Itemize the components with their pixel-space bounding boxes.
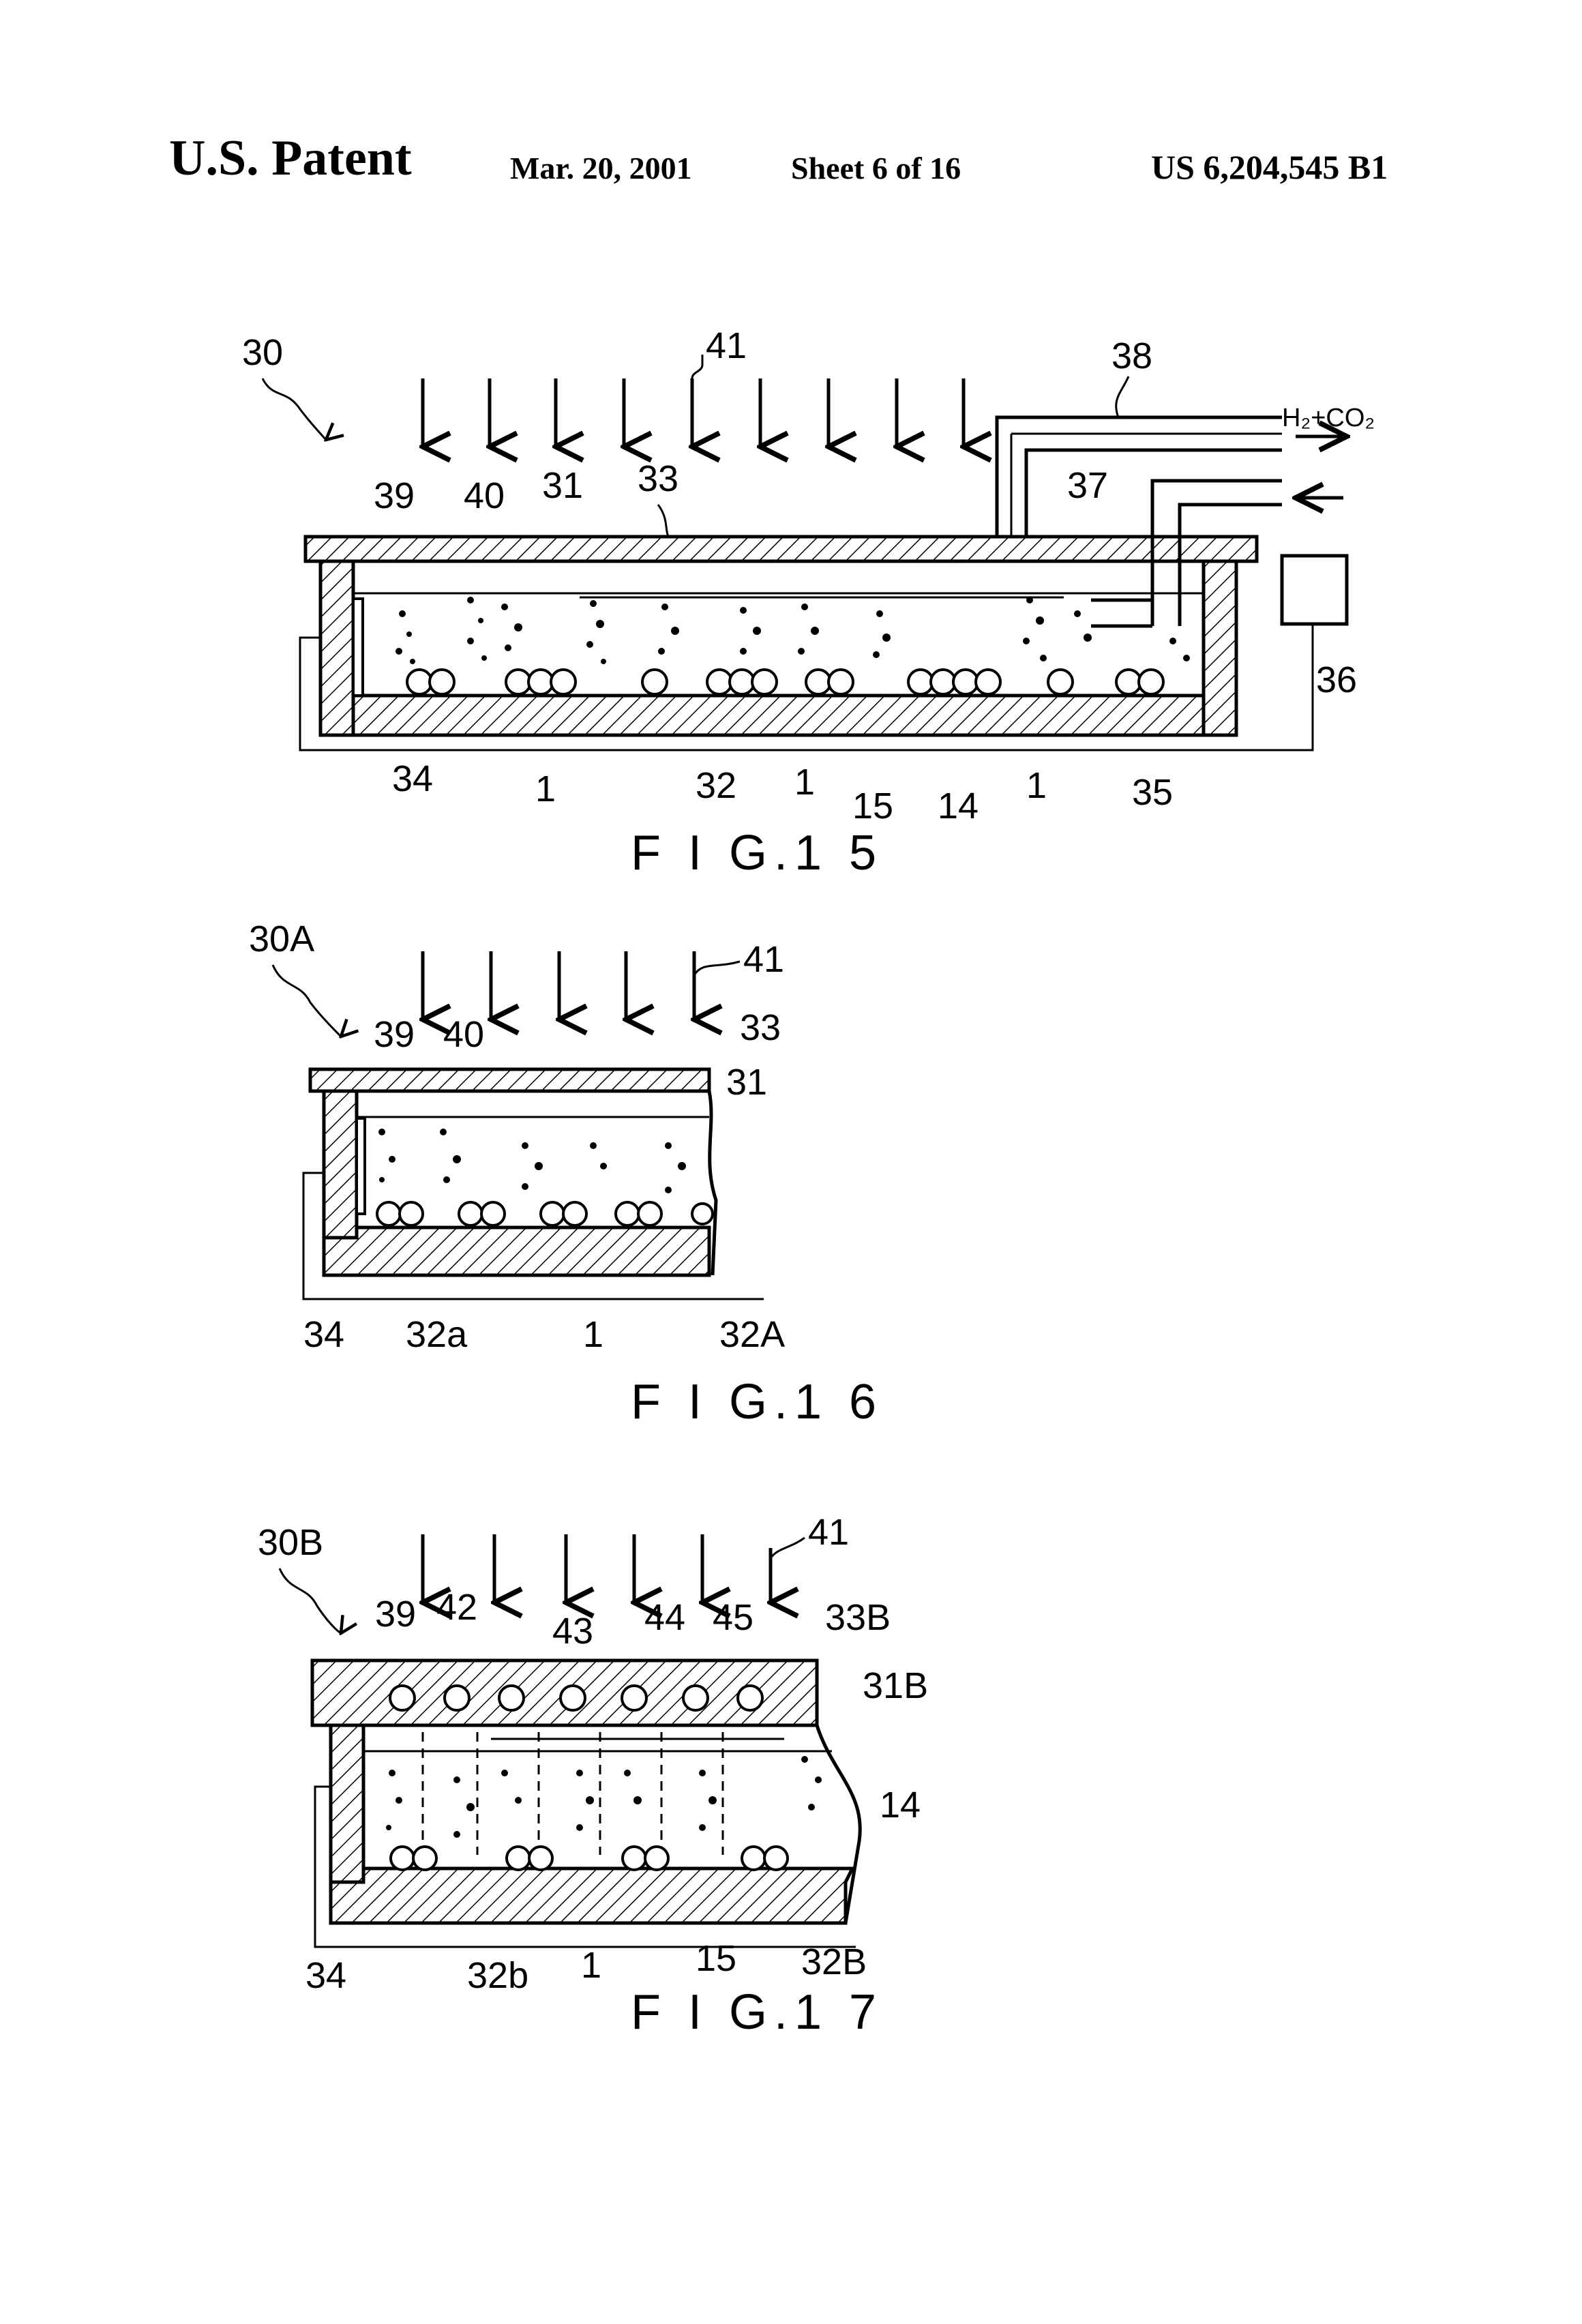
label-32B: 32B bbox=[801, 1941, 867, 1982]
electrode bbox=[353, 599, 363, 696]
label-1a: 1 bbox=[535, 769, 556, 809]
label-33: 33 bbox=[638, 458, 678, 499]
right-wall bbox=[1204, 561, 1236, 735]
label-37: 37 bbox=[1067, 465, 1108, 506]
label-1c: 1 bbox=[1026, 765, 1047, 806]
label-1: 1 bbox=[583, 1314, 603, 1355]
label-40: 40 bbox=[443, 1014, 484, 1055]
power-supply bbox=[1282, 556, 1347, 624]
label-14: 14 bbox=[880, 1785, 921, 1826]
label-1b: 1 bbox=[794, 762, 815, 803]
figure-15: 30 41 38 H₂+CO₂ 39 40 31 33 37 36 34 1 3… bbox=[242, 325, 1375, 880]
gas-bubbles bbox=[395, 597, 1190, 664]
photocatalyst-particles bbox=[377, 1202, 713, 1225]
base-32B bbox=[331, 1868, 852, 1923]
label-15: 15 bbox=[852, 786, 893, 826]
label-34: 34 bbox=[392, 758, 433, 799]
light-arrows bbox=[423, 355, 964, 447]
label-35: 35 bbox=[1132, 772, 1173, 813]
figure-17-caption: F I G.1 7 bbox=[631, 1985, 883, 2040]
label-39: 39 bbox=[374, 1014, 415, 1055]
label-33: 33 bbox=[740, 1007, 781, 1048]
label-36: 36 bbox=[1316, 659, 1357, 700]
label-33B: 33B bbox=[825, 1597, 891, 1638]
label-32b: 32b bbox=[467, 1955, 528, 1996]
figure-16: 30A 41 39 40 33 31 34 32a 1 32A F I G.1 … bbox=[249, 919, 883, 1429]
label-30A: 30A bbox=[249, 919, 314, 959]
left-wall bbox=[331, 1725, 363, 1882]
label-39: 39 bbox=[374, 475, 415, 516]
figure-15-caption: F I G.1 5 bbox=[631, 826, 883, 880]
label-30B: 30B bbox=[258, 1522, 323, 1563]
label-41: 41 bbox=[808, 1512, 849, 1553]
label-32: 32 bbox=[696, 765, 736, 806]
photocatalyst-particles bbox=[391, 1847, 788, 1870]
gas-bubbles bbox=[386, 1756, 822, 1838]
label-43: 43 bbox=[552, 1611, 593, 1652]
label-38: 38 bbox=[1111, 336, 1152, 376]
gas-bubbles bbox=[378, 1129, 686, 1193]
label-34: 34 bbox=[303, 1314, 344, 1355]
label-31: 31 bbox=[726, 1062, 767, 1103]
label-1: 1 bbox=[581, 1945, 601, 1986]
label-41: 41 bbox=[743, 939, 784, 980]
label-34: 34 bbox=[305, 1955, 346, 1996]
label-44: 44 bbox=[644, 1597, 685, 1638]
label-41: 41 bbox=[706, 325, 747, 366]
cover-33 bbox=[310, 1069, 709, 1091]
left-wall bbox=[324, 1091, 357, 1238]
label-31: 31 bbox=[542, 465, 583, 506]
label-14: 14 bbox=[938, 786, 979, 826]
label-15: 15 bbox=[696, 1938, 736, 1979]
label-39: 39 bbox=[375, 1594, 416, 1635]
label-30: 30 bbox=[242, 332, 283, 373]
base-32A bbox=[324, 1227, 709, 1275]
label-32A: 32A bbox=[719, 1314, 785, 1355]
photocatalyst-particles bbox=[407, 670, 1163, 694]
left-wall bbox=[320, 561, 353, 735]
label-40: 40 bbox=[464, 475, 505, 516]
label-42: 42 bbox=[436, 1587, 477, 1628]
figure-16-caption: F I G.1 6 bbox=[631, 1375, 883, 1429]
base-plate bbox=[353, 696, 1204, 735]
label-45: 45 bbox=[713, 1597, 753, 1638]
transparent-cover bbox=[305, 537, 1257, 561]
figure-17: 30B 41 39 42 43 44 45 33B 31B 14 34 32b … bbox=[258, 1512, 928, 2040]
label-gas: H₂+CO₂ bbox=[1282, 404, 1375, 432]
label-31B: 31B bbox=[863, 1665, 928, 1706]
label-32a: 32a bbox=[406, 1314, 468, 1355]
